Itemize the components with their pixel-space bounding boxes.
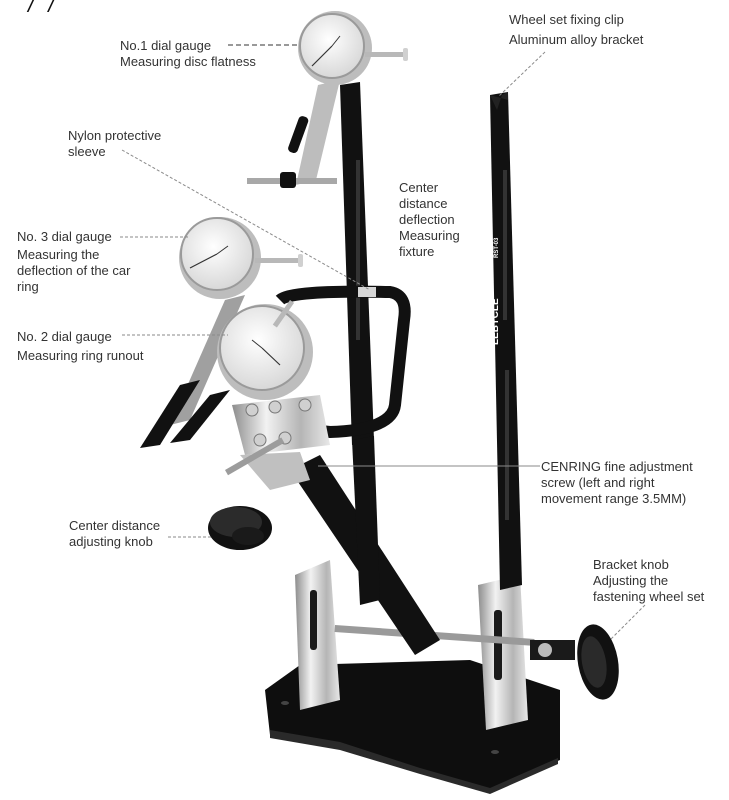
svg-text:RST-03: RST-03 [494,237,500,258]
callout-line: sleeve [68,144,106,159]
callout-line: distance [399,196,448,211]
bracket-knob [530,624,619,700]
dial-gauge-2 [217,300,313,400]
callout-line: No.1 dial gauge [120,38,212,53]
callout-line: No. 2 dial gauge [17,329,112,344]
callout-center-fixture: Center distance deflection Measuring fix… [399,180,460,260]
callout-bracket-knob: Bracket knob Adjusting the fastening whe… [593,557,704,605]
callout-line: Bracket knob [593,557,669,572]
callout-line: Center distance [69,518,161,533]
callout-fine-adjust-screw: CENRING fine adjustment screw (left and … [541,459,693,507]
callout-line: No. 3 dial gauge [17,229,112,244]
callout-line: ring [17,279,39,294]
corner-mark: / / [28,0,59,17]
callout-dial-gauge-1: No.1 dial gauge Measuring disc flatness [120,38,256,70]
callout-line: deflection [399,212,455,227]
callout-line: Measuring the [17,247,100,262]
svg-text:LEBYCLE: LEBYCLE [490,298,501,345]
callout-dial-gauge-2: No. 2 dial gauge Measuring ring runout [17,327,143,365]
callout-line: Measuring ring runout [17,348,144,363]
center-fixture [275,285,411,439]
callout-dial-gauge-3: No. 3 dial gauge Measuring the deflectio… [17,229,130,295]
clamp-block [232,395,330,490]
callout-line: deflection of the car [17,263,131,278]
callout-line: Wheel set fixing clip [509,12,624,27]
left-arm [290,82,440,655]
center-adjusting-knob [208,506,272,550]
callout-line: movement range 3.5MM) [541,491,687,506]
dial-gauge-3 [179,217,303,299]
leader-lines [120,44,646,641]
callout-nylon-sleeve: Nylon protective sleeve [68,128,161,160]
right-chrome-upright [478,575,528,730]
right-arm: LEBYCLE RST-03 [490,92,522,590]
callout-line: Aluminum alloy bracket [509,32,644,47]
callout-line: fixture [399,244,435,259]
callout-line: CENRING fine adjustment [541,459,693,474]
callout-center-knob: Center distance adjusting knob [69,518,160,550]
callout-line: screw (left and right [541,475,655,490]
callout-line: Adjusting the [593,573,669,588]
dial-gauge-1 [298,11,408,85]
callout-line: Measuring [399,228,460,243]
left-chrome-upright [295,560,340,710]
callout-wheel-clip: Wheel set fixing clip Aluminum alloy bra… [509,10,643,50]
callout-line: Center [399,180,439,195]
callout-line: fastening wheel set [593,589,705,604]
callout-line: Nylon protective [68,128,162,143]
callout-line: adjusting knob [69,534,153,549]
callout-line: Measuring disc flatness [120,54,256,69]
